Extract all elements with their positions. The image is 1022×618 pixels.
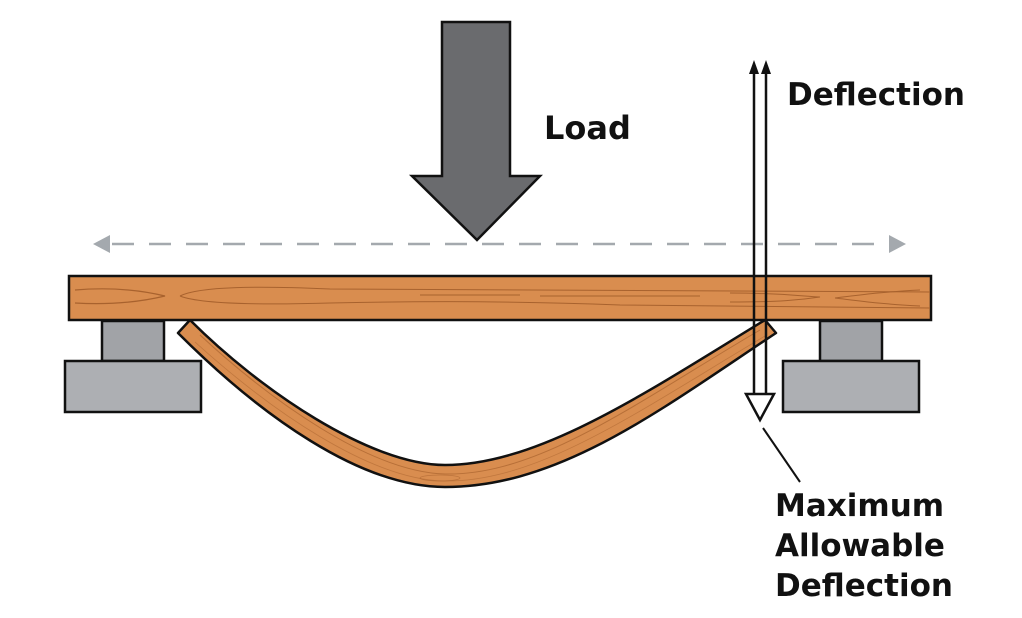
- span-dashed-line: [93, 235, 906, 253]
- max-deflection-label-line3: Deflection: [775, 568, 953, 604]
- left-support: [63, 319, 203, 414]
- straight-beam: [67, 274, 933, 322]
- deflection-up-arrowhead-icon: [749, 60, 759, 74]
- load-arrow-icon: [408, 20, 543, 242]
- deflection-up-arrowhead-icon: [761, 60, 771, 74]
- load-label: Load: [544, 109, 631, 147]
- max-deflection-label-line1: Maximum: [775, 488, 944, 524]
- span-left-arrowhead-icon: [93, 235, 110, 253]
- deflection-label: Deflection: [787, 77, 965, 113]
- span-right-arrowhead-icon: [889, 235, 906, 253]
- max-deflection-label-line2: Allowable: [775, 528, 945, 564]
- max-deflection-leader-line: [762, 427, 801, 483]
- max-deflection-down-arrow-icon: [743, 392, 777, 423]
- deflected-beam: [176, 318, 778, 489]
- right-support: [781, 319, 921, 414]
- deflection-arrows: [743, 60, 801, 483]
